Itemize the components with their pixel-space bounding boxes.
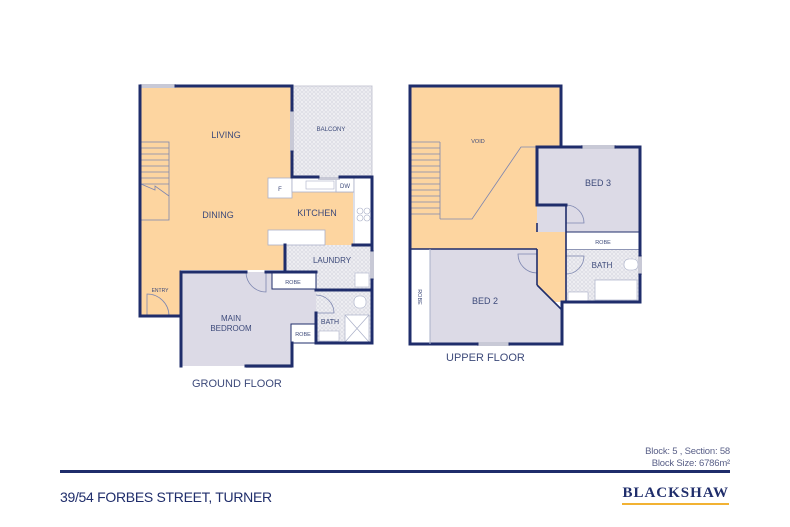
upper-partitions xyxy=(410,205,567,344)
upper-vanity xyxy=(567,291,589,302)
bed-2-door xyxy=(517,253,538,274)
block-section-text: Block: 5 , Section: 58 xyxy=(645,446,730,457)
laundry-tub xyxy=(354,272,370,288)
toilet xyxy=(353,295,367,309)
room-label-ground-bath: BATH xyxy=(321,319,339,326)
bed-3-area xyxy=(537,147,640,232)
ground-stairs xyxy=(140,141,170,221)
robe-bed2 xyxy=(410,249,430,344)
upper-windows xyxy=(477,145,642,346)
bedroom-door xyxy=(245,271,267,293)
room-label-main-bedroom-1: MAIN xyxy=(221,314,241,323)
void-edge xyxy=(440,146,537,220)
void-area xyxy=(410,86,566,302)
bed-3-door xyxy=(565,204,585,224)
room-label-dining: DINING xyxy=(202,210,234,220)
fixture-label-fridge: F xyxy=(278,187,282,193)
bed-2-area xyxy=(430,249,562,344)
block-size-text: Block Size: 6786m² xyxy=(651,458,730,469)
room-label-robe-2: ROBE xyxy=(295,332,311,338)
room-label-entry: ENTRY xyxy=(152,288,170,294)
living-dining-area xyxy=(140,86,292,316)
upper-toilet xyxy=(623,258,639,271)
room-label-balcony: BALCONY xyxy=(317,127,346,133)
property-address: 39/54 FORBES STREET, TURNER xyxy=(60,489,272,505)
room-label-void: VOID xyxy=(471,139,484,145)
room-label-kitchen: KITCHEN xyxy=(297,208,337,218)
entry-door xyxy=(146,293,170,317)
upper-stairs xyxy=(410,141,537,220)
room-label-robe-1: ROBE xyxy=(285,280,301,286)
upper-floor-plan: VOID BED 3 BED 2 ROBE ROBE BATH UPPER FL… xyxy=(408,84,642,364)
room-label-robe-bed3: ROBE xyxy=(595,240,611,246)
room-label-robe-bed2: ROBE xyxy=(416,289,422,305)
room-label-living: LIVING xyxy=(211,130,241,140)
shower-icon xyxy=(344,314,370,343)
footer-divider xyxy=(60,470,730,473)
agency-logo: BLACKSHAW xyxy=(622,485,729,505)
sink xyxy=(305,180,335,190)
ground-walls xyxy=(138,84,374,368)
island-bench xyxy=(267,229,326,246)
room-label-upper-bath: BATH xyxy=(592,261,613,270)
upper-bath-door xyxy=(565,255,585,275)
ground-floor-plan: LIVING DINING KITCHEN BALCONY LAUNDRY MA… xyxy=(138,84,374,390)
vanity xyxy=(318,330,340,342)
room-label-bed-3: BED 3 xyxy=(585,178,611,188)
upper-walls xyxy=(408,84,642,346)
room-label-bed-2: BED 2 xyxy=(472,296,498,306)
fixture-label-dishwasher: DW xyxy=(340,184,350,190)
cooktop-icon xyxy=(356,207,371,222)
upper-floor-title: UPPER FLOOR xyxy=(446,352,525,364)
ground-floor-title: GROUND FLOOR xyxy=(192,378,282,390)
main-bedroom-area xyxy=(181,272,316,366)
bathtub xyxy=(594,279,638,301)
balcony-area xyxy=(291,85,373,180)
room-label-main-bedroom-2: BEDROOM xyxy=(210,324,252,333)
bath-door xyxy=(315,294,335,314)
block-info: Block: 5 , Section: 58 Block Size: 6786m… xyxy=(645,446,730,470)
room-label-laundry: LAUNDRY xyxy=(313,256,352,265)
